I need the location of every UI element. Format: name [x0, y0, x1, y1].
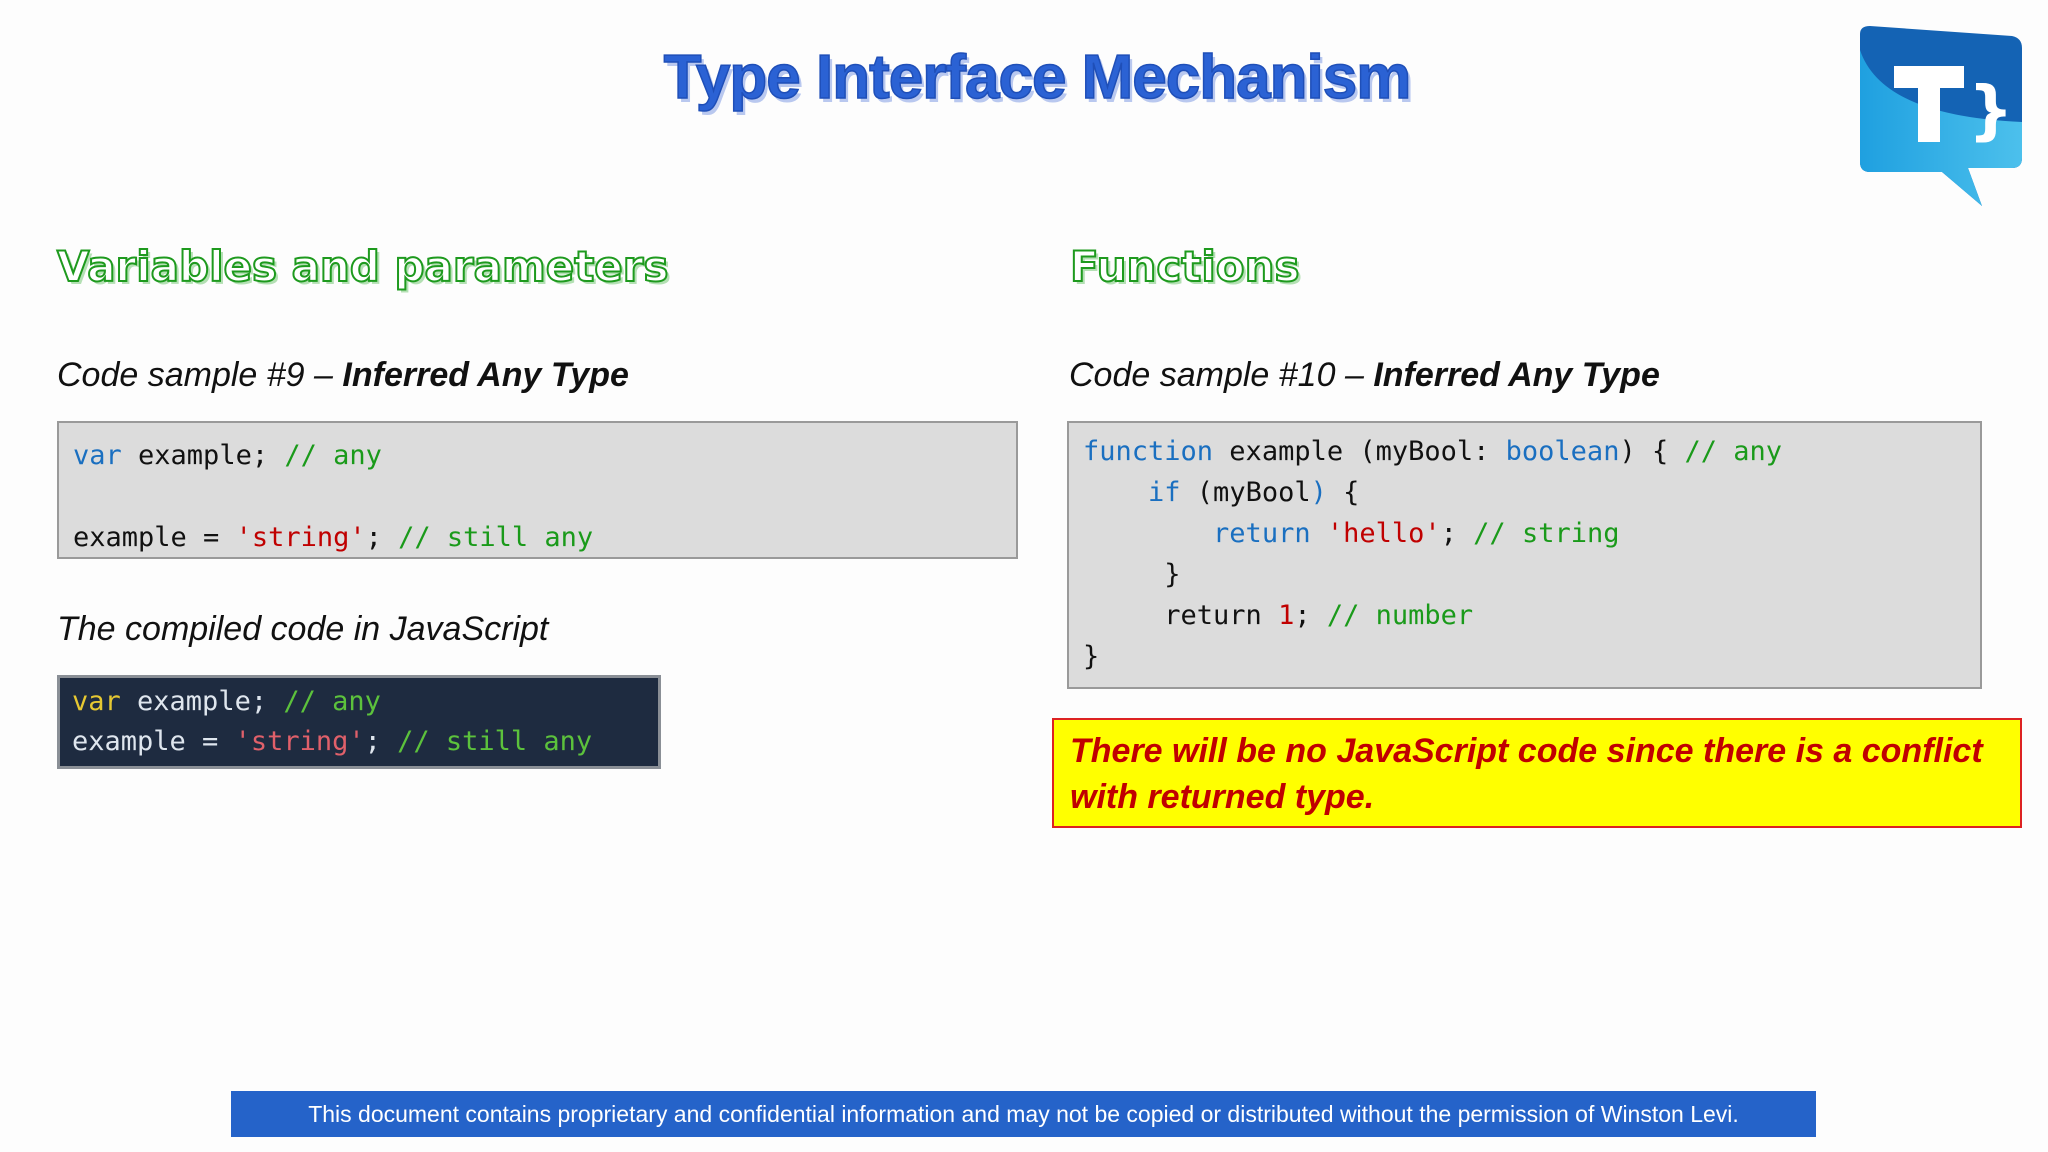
code-comment: // any — [284, 440, 382, 471]
code-line: } — [1083, 636, 1966, 677]
code-sample-10-heading: Code sample #10 – Inferred Any Type — [1069, 356, 1660, 395]
code-line: example = 'string'; // still any — [73, 517, 1002, 558]
code-text — [1083, 518, 1213, 549]
code-line: function example (myBool: boolean) { // … — [1083, 431, 1966, 472]
code-text: example; — [120, 686, 284, 717]
code-text: } — [1083, 641, 1100, 672]
code-keyword: var — [72, 686, 121, 717]
sample-prefix: Code sample #9 – — [57, 356, 343, 394]
section-title-variables: Variables and parameters — [56, 241, 669, 292]
code-comment: // still any — [398, 522, 594, 553]
code-text: ) { — [1619, 436, 1685, 467]
compiled-code-label: The compiled code in JavaScript — [57, 610, 549, 648]
code-line — [73, 476, 1002, 517]
code-text: return — [1083, 600, 1279, 631]
code-keyword: return — [1213, 518, 1311, 549]
code-comment: // string — [1473, 518, 1620, 549]
code-comment: // still any — [397, 726, 593, 757]
code-literal: 'string' — [235, 522, 366, 553]
page-title: Type Interface Mechanism — [663, 42, 1412, 113]
code-line: return 'hello'; // string — [1083, 513, 1966, 554]
code-text: ; — [364, 726, 398, 757]
sample-prefix: Code sample #10 – — [1069, 356, 1374, 394]
code-line: var example; // any — [72, 682, 646, 722]
code-text: ; — [1294, 600, 1327, 631]
code-text: (myBool — [1180, 477, 1311, 508]
code-literal: 'string' — [234, 726, 365, 757]
code-line: } — [1083, 554, 1966, 595]
code-keyword: ) — [1310, 477, 1327, 508]
code-text: example = — [72, 726, 235, 757]
code-text — [1083, 477, 1148, 508]
code-comment: // any — [283, 686, 381, 717]
code-keyword: if — [1148, 477, 1181, 508]
code-keyword: boolean — [1505, 436, 1620, 467]
svg-text:}: } — [1968, 74, 2014, 148]
conflict-note: There will be no JavaScript code since t… — [1052, 718, 2022, 828]
code-text — [1311, 518, 1327, 549]
code-text: example; — [121, 440, 285, 471]
code-line: return 1; // number — [1083, 595, 1966, 636]
sample-emphasis: Inferred Any Type — [342, 356, 629, 394]
code-text: ; — [1440, 518, 1474, 549]
code-text: } — [1083, 559, 1181, 590]
sample-emphasis: Inferred Any Type — [1373, 356, 1660, 394]
confidentiality-footer: This document contains proprietary and c… — [231, 1091, 1816, 1137]
code-text: example (myBool: — [1213, 436, 1506, 467]
code-literal: 'hello' — [1326, 518, 1441, 549]
code-text: example = — [73, 522, 236, 553]
code-sample-9-heading: Code sample #9 – Inferred Any Type — [57, 356, 629, 395]
code-keyword: function — [1083, 436, 1214, 467]
code-block-sample-9: var example; // any example = 'string'; … — [57, 421, 1018, 559]
section-title-functions: Functions — [1069, 241, 1301, 292]
code-literal: 1 — [1278, 600, 1295, 631]
code-block-sample-10: function example (myBool: boolean) { // … — [1067, 421, 1982, 689]
code-line: if (myBool) { — [1083, 472, 1966, 513]
code-line: example = 'string'; // still any — [72, 722, 646, 762]
code-text: { — [1326, 477, 1360, 508]
code-comment: // number — [1326, 600, 1474, 631]
code-comment: // any — [1684, 436, 1783, 467]
code-keyword: var — [73, 440, 122, 471]
code-text: ; — [365, 522, 399, 553]
code-line: var example; // any — [73, 435, 1002, 476]
typescript-logo-icon: } — [1860, 26, 2022, 206]
